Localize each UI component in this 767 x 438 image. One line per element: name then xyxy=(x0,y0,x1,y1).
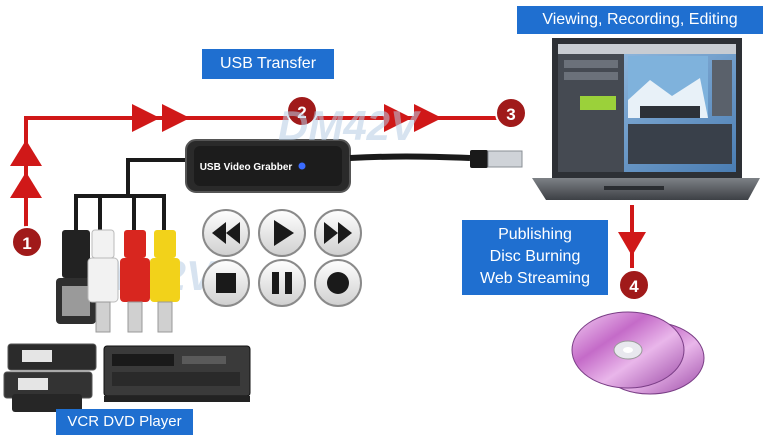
vhs-tapes-icon xyxy=(3,343,97,412)
pause-icon xyxy=(258,259,306,307)
s-video-connector xyxy=(56,230,96,324)
usb-plug-body xyxy=(470,150,488,168)
rca-white-connector xyxy=(87,229,119,333)
record-icon xyxy=(314,259,362,307)
svg-text:2: 2 xyxy=(297,103,306,122)
viewing-recording-editing-label: Viewing, Recording, Editing xyxy=(517,6,763,34)
svg-text:1: 1 xyxy=(22,234,31,253)
arrow-up-icon xyxy=(10,172,42,198)
led-indicator xyxy=(298,162,306,170)
arrow-right-icon xyxy=(132,104,160,132)
arrow-right-icon xyxy=(384,104,412,132)
arrow-right-icon xyxy=(414,104,442,132)
play-icon xyxy=(258,209,306,257)
rca-yellow-connector xyxy=(150,230,180,333)
usb-transfer-label: USB Transfer xyxy=(202,49,334,79)
rca-red-connector xyxy=(120,230,150,333)
rewind-icon xyxy=(202,209,250,257)
svg-text:3: 3 xyxy=(506,105,515,124)
stop-icon xyxy=(202,259,250,307)
step-1: 1 xyxy=(11,226,43,258)
step-3: 3 xyxy=(495,97,527,129)
disc-burning-line: Disc Burning xyxy=(489,248,581,265)
step-4: 4 xyxy=(618,269,650,301)
dvd-discs-icon xyxy=(571,311,705,395)
step-2: 2 xyxy=(286,95,318,127)
watermark: DM42V xyxy=(278,102,421,149)
publishing-label: Publishing Disc Burning Web Streaming xyxy=(462,220,608,295)
fast-forward-icon xyxy=(314,209,362,257)
player-controls xyxy=(202,209,362,307)
web-streaming-line: Web Streaming xyxy=(480,270,590,287)
device-name: USB Video Grabber xyxy=(200,162,293,173)
publishing-line: Publishing xyxy=(498,226,572,243)
vcr-player-icon xyxy=(103,345,251,402)
av-cables xyxy=(74,158,188,230)
usb-video-grabber: USB Video Grabber xyxy=(185,139,523,193)
flow-path xyxy=(10,104,646,268)
usb-connector-icon xyxy=(487,150,523,168)
arrow-down-icon xyxy=(618,232,646,256)
vcr-dvd-player-label: VCR DVD Player xyxy=(56,409,193,435)
laptop-icon xyxy=(532,38,760,200)
arrow-right-icon xyxy=(162,104,190,132)
arrow-up-icon xyxy=(10,140,42,166)
svg-text:4: 4 xyxy=(629,277,639,296)
